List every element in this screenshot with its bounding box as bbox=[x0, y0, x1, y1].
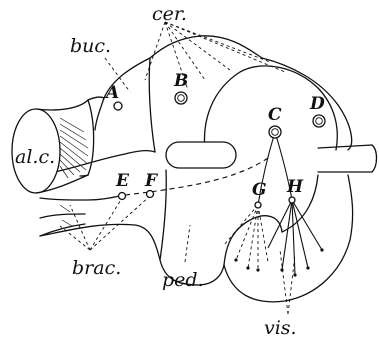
cer-label: cer. bbox=[152, 3, 187, 25]
ganglion-g-letter: G bbox=[252, 180, 267, 200]
alc-label: al.c. bbox=[15, 146, 55, 168]
brac-label: brac. bbox=[72, 257, 121, 279]
ganglion-c-letter: C bbox=[268, 105, 282, 125]
ganglion-a bbox=[114, 102, 122, 110]
ganglion-h bbox=[289, 197, 295, 203]
ganglion-e bbox=[119, 193, 126, 200]
ped-label: ped. bbox=[162, 269, 204, 291]
ganglion-g bbox=[255, 202, 261, 208]
ganglion-f-letter: F bbox=[144, 171, 159, 191]
commissure-bar bbox=[166, 142, 236, 168]
ganglion-d-letter: D bbox=[309, 94, 325, 114]
buc-label: buc. bbox=[70, 35, 111, 57]
ganglion-a-letter: A bbox=[104, 83, 119, 103]
visceral-nerves bbox=[224, 132, 324, 277]
ganglion-h-letter: H bbox=[286, 177, 304, 197]
ganglion-d bbox=[313, 115, 325, 127]
right-nerve-stump bbox=[318, 145, 377, 172]
brachial-nerves bbox=[40, 196, 120, 236]
ganglion-b-letter: B bbox=[173, 71, 188, 91]
ganglion-b bbox=[175, 92, 187, 104]
ganglion-e-letter: E bbox=[115, 171, 130, 191]
ganglion-f bbox=[147, 191, 154, 198]
ganglion-c bbox=[269, 126, 281, 138]
vis-label: vis. bbox=[264, 317, 297, 339]
